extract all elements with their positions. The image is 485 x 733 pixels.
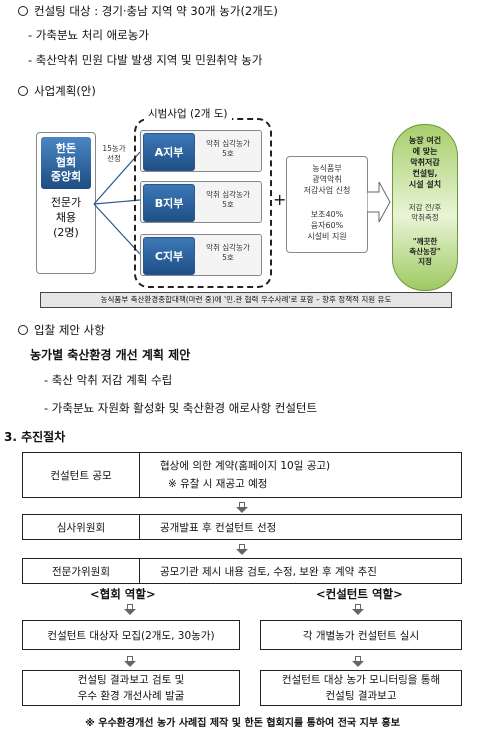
bid-title: 농가별 축산환경 개선 계획 제안 — [30, 348, 191, 362]
row1-left-text: 컨설턴트 공모 — [50, 469, 112, 482]
assoc-role: <협회 역할> — [90, 587, 156, 601]
bid-heading: 입찰 제안 사항 — [18, 322, 105, 338]
target-line: 컨설팅 대상 : 경기·충남 지역 약 30개 농가(2개도) — [18, 3, 278, 19]
branch-b-note: 악취 심각농가 5호 — [206, 190, 250, 209]
result-mid: 저감 전/후 악취측정 — [408, 203, 442, 222]
result-top: 농장 여건 에 맞는 악취저감 컨설팅, 시설 설치 — [408, 136, 442, 189]
assoc-box-2: 컨설팅 결과보고 검토 및 우수 환경 개선사례 발굴 — [22, 670, 240, 706]
row2-left-text: 심사위원회 — [56, 521, 106, 534]
circle-bullet-icon — [18, 325, 28, 335]
support-box: 농식품부 광역악취 저감사업 신청 보조40% 융자60% 시설비 지원 — [286, 156, 368, 253]
plus-sign: + — [273, 190, 287, 209]
result-oval: 농장 여건 에 맞는 악취저감 컨설팅, 시설 설치 저감 전/후 악취측정 "… — [392, 124, 458, 291]
support-top: 농식품부 광역악취 저감사업 신청 — [303, 164, 351, 195]
cons-box-1-text: 각 개별농가 컨설턴트 실시 — [302, 629, 420, 642]
plan-heading: 사업계획(안) — [18, 83, 96, 99]
circle-bullet-icon — [18, 86, 28, 96]
branch-c-name: C지부 — [143, 237, 195, 275]
plan-diagram: 한돈 협회 중앙회 전문가 채용 (2명) 15농가 선정 시범사업 (2개 도… — [36, 104, 458, 309]
row2-right: 공개발표 후 컨설턴트 선정 — [139, 514, 462, 540]
row1-right: 협상에 의한 계약(홈페이지 10일 공고) ※ 유찰 시 재공고 예정 — [139, 452, 462, 498]
branch-c-note: 악취 심각농가 5호 — [206, 243, 250, 262]
target-text: 컨설팅 대상 : 경기·충남 지역 약 30개 농가(2개도) — [34, 4, 278, 18]
consult-role: <컨설턴트 역할> — [316, 587, 403, 601]
assoc-box-1-text: 컨설턴트 대상자 모집(2개도, 30농가) — [47, 629, 215, 642]
row3-right-text: 공모기관 제시 내용 검토, 수정, 보완 후 계약 추진 — [160, 565, 377, 578]
connector-lines — [93, 151, 141, 255]
assoc-box-2-line1: 컨설팅 결과보고 검토 및 — [77, 674, 185, 686]
result-bottom: "깨끗한 축산농장" 지정 — [409, 237, 441, 266]
org-name: 한돈 협회 중앙회 — [41, 137, 91, 189]
row2-right-text: 공개발표 후 컨설턴트 선정 — [160, 521, 277, 534]
assoc-box-1: 컨설턴트 대상자 모집(2개도, 30농가) — [22, 620, 240, 650]
row1-right-line2: ※ 유찰 시 재공고 예정 — [168, 478, 268, 490]
branch-a-note: 악취 심각농가 5호 — [206, 139, 250, 158]
org-box: 한돈 협회 중앙회 전문가 채용 (2명) — [36, 132, 96, 274]
cons-box-2-line2: 컨설팅 결과보고 — [325, 690, 397, 702]
row3-left: 전문가위원회 — [22, 558, 140, 584]
row2-left: 심사위원회 — [22, 514, 140, 540]
arrow-right-icon — [367, 181, 391, 223]
org-sub: 전문가 채용 (2명) — [50, 196, 82, 239]
row1-right-line1: 협상에 의한 계약(홈페이지 10일 공고) — [160, 460, 331, 472]
support-bottom: 보조40% 융자60% 시설비 지원 — [307, 210, 347, 241]
bid-item-1: - 축산 악취 저감 계획 수립 — [44, 373, 173, 387]
branch-c: C지부 악취 심각농가 5호 — [140, 234, 262, 276]
cons-box-2: 컨설턴트 대상 농가 모니터링을 통해 컨설팅 결과보고 — [260, 670, 462, 706]
promo-note: ※ 우수환경개선 농가 사례집 제작 및 한돈 협회지를 통하여 전국 지부 홍… — [85, 718, 400, 729]
row3-right: 공모기관 제시 내용 검토, 수정, 보완 후 계약 추진 — [139, 558, 462, 584]
bid-item-2: - 가축분뇨 자원화 활성화 및 축산환경 애로사항 컨설턴트 — [44, 401, 318, 415]
branch-b: B지부 악취 심각농가 5호 — [140, 181, 262, 223]
plan-heading-text: 사업계획(안) — [34, 84, 96, 98]
branch-a-name: A지부 — [143, 133, 195, 171]
bid-heading-text: 입찰 제안 사항 — [34, 323, 105, 337]
branch-a: A지부 악취 심각농가 5호 — [140, 130, 262, 172]
target-sub-2: - 축산악취 민원 다발 발생 지역 및 민원취약 농가 — [28, 53, 263, 67]
row1-left: 컨설턴트 공모 — [22, 452, 140, 498]
target-sub-1: - 가축분뇨 처리 애로농가 — [28, 28, 149, 42]
assoc-box-2-line2: 우수 환경 개선사례 발굴 — [77, 690, 185, 702]
branch-b-name: B지부 — [143, 184, 195, 222]
pilot-title: 시범사업 (2개 도) — [144, 106, 232, 121]
procedure-heading: 3. 추진절차 — [4, 430, 66, 444]
diagram-footer: 농식품부 축산환경종합대책(마련 중)에 '민.관 협력 우수사례'로 포함 –… — [40, 292, 452, 308]
select-label: 15농가 선정 — [102, 144, 126, 163]
circle-bullet-icon — [18, 6, 28, 16]
cons-box-1: 각 개별농가 컨설턴트 실시 — [260, 620, 462, 650]
row3-left-text: 전문가위원회 — [52, 565, 110, 578]
cons-box-2-line1: 컨설턴트 대상 농가 모니터링을 통해 — [281, 674, 441, 686]
